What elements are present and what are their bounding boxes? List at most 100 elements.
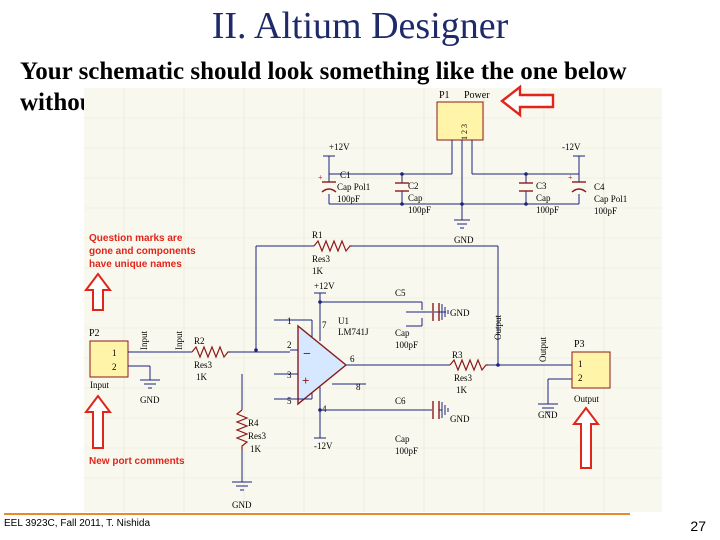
junction-dot [524,202,528,206]
r4-value: 1K [250,444,262,454]
p2-pin1: 1 [112,348,117,358]
c5-ref: C5 [395,288,406,298]
p3-pin2: 2 [578,373,583,383]
r1-value: 1K [312,266,324,276]
svg-text:+: + [318,173,323,182]
vminus-label: -12V [562,142,581,152]
c2-ref: C2 [408,181,419,191]
schematic-image: 1 2 3 P1 Power +12V -12V [84,88,662,512]
r3-ref: R3 [452,350,463,360]
p1-value: Power [464,90,490,101]
svg-text:+: + [302,373,309,388]
input-gnd-symbol [140,379,160,389]
slide-subtitle-line1: Your schematic should look something lik… [20,58,627,85]
p3-connector [571,351,611,389]
r4-gnd-label: GND [232,500,252,510]
input-wires [128,351,290,380]
annotation-new-port-comments: New port comments [89,456,185,467]
svg-text:2: 2 [287,340,292,350]
annotation-line1: Question marks are [89,233,183,244]
p3-pin1: 1 [578,359,583,369]
c5-gnd-symbol [439,304,449,320]
r2-type: Res3 [194,360,213,370]
p1-pin-numbers: 1 2 3 [460,124,469,140]
c6-gnd-label: GND [450,414,470,424]
c6-type: Cap [395,434,410,444]
top-capacitor-labels: C1 Cap Pol1 100pF C2 Cap 100pF C3 Cap 10… [337,170,627,216]
p3-comment: Output [574,394,600,404]
p1-power-connector: 1 2 3 P1 Power [436,90,490,141]
junction-dot [524,172,528,176]
r4-ref: R4 [248,418,259,428]
c2-type: Cap [408,193,423,203]
opamp-pin-numbers: 1 2 3 4 5 6 7 8 [287,316,361,414]
u1-ref: U1 [338,316,349,326]
r3-type: Res3 [454,373,473,383]
svg-text:7: 7 [322,320,327,330]
c3-value: 100pF [536,205,559,215]
c2-value: 100pF [408,205,431,215]
r4-labels: R4 Res3 1K [248,418,267,454]
r1-feedback-wires [255,245,499,365]
r1-resistor-zigzag [313,239,352,253]
r4-gnd-symbol [232,481,252,491]
footer-text: EEL 3923C, Fall 2011, T. Nishida [4,518,151,529]
c5-gnd-label: GND [450,308,470,318]
c6-gnd-symbol [439,402,449,418]
c4-ref: C4 [594,182,605,192]
p2-pin2: 2 [112,362,117,372]
annotation-line2: gone and components [89,246,196,257]
c5-type: Cap [395,328,410,338]
schematic-background [84,88,662,512]
r2-labels: R2 Res3 1K [194,336,213,382]
r4-resistor-zigzag [235,409,249,450]
svg-text:1: 1 [287,316,292,326]
r1-ref: R1 [312,230,323,240]
input-net-label-p2: Input [139,331,149,350]
top-power-labels: +12V -12V [323,142,585,157]
svg-text:8: 8 [356,382,361,392]
output-net-label-opamp: Output [493,315,503,341]
c1-ref: C1 [340,170,351,180]
page-number: 27 [690,518,706,534]
annotation-line3: have unique names [89,259,182,270]
output-gnd-symbol [538,403,558,413]
top-gnd-label: GND [454,235,474,245]
junction-dot [400,172,404,176]
c3-type: Cap [536,193,551,203]
opamp-vminus-label: -12V [314,441,333,451]
r2-resistor-zigzag [191,345,230,359]
c4-type: Cap Pol1 [594,194,627,204]
svg-text:4: 4 [322,404,327,414]
svg-text:+: + [568,173,573,182]
annotation-arrow-up-p2-icon [84,394,112,449]
output-wires [539,364,572,404]
c3-ref: C3 [536,181,547,191]
output-gnd-label: GND [538,410,558,420]
junction-dot [254,348,258,352]
p1-pin-wires [451,140,473,214]
annotation-arrow-left-icon [500,84,555,118]
r2-ref: R2 [194,336,205,346]
footer-divider [4,513,630,515]
svg-text:6: 6 [350,354,355,364]
r4-type: Res3 [248,431,267,441]
svg-text:3: 3 [287,370,292,380]
annotation-arrow-up-icon [84,272,112,311]
r3-value: 1K [456,385,468,395]
svg-text:5: 5 [287,396,292,406]
r1-labels: R1 Res3 1K [312,230,331,276]
c5-value: 100pF [395,340,418,350]
slide-title: II. Altium Designer [211,5,509,47]
top-gnd-symbol [454,219,470,229]
u1-opamp-symbol [297,324,348,406]
r3-resistor-zigzag [449,358,488,372]
annotation-arrow-up-p3-icon [572,406,600,469]
u1-part: LM741J [338,327,369,337]
output-net-label-p3: Output [538,337,548,363]
vplus-label: +12V [329,142,350,152]
r3-labels: R3 Res3 1K [452,350,473,395]
top-capacitor-symbols [321,181,587,193]
c4-value: 100pF [594,206,617,216]
c5-wires [320,301,446,327]
